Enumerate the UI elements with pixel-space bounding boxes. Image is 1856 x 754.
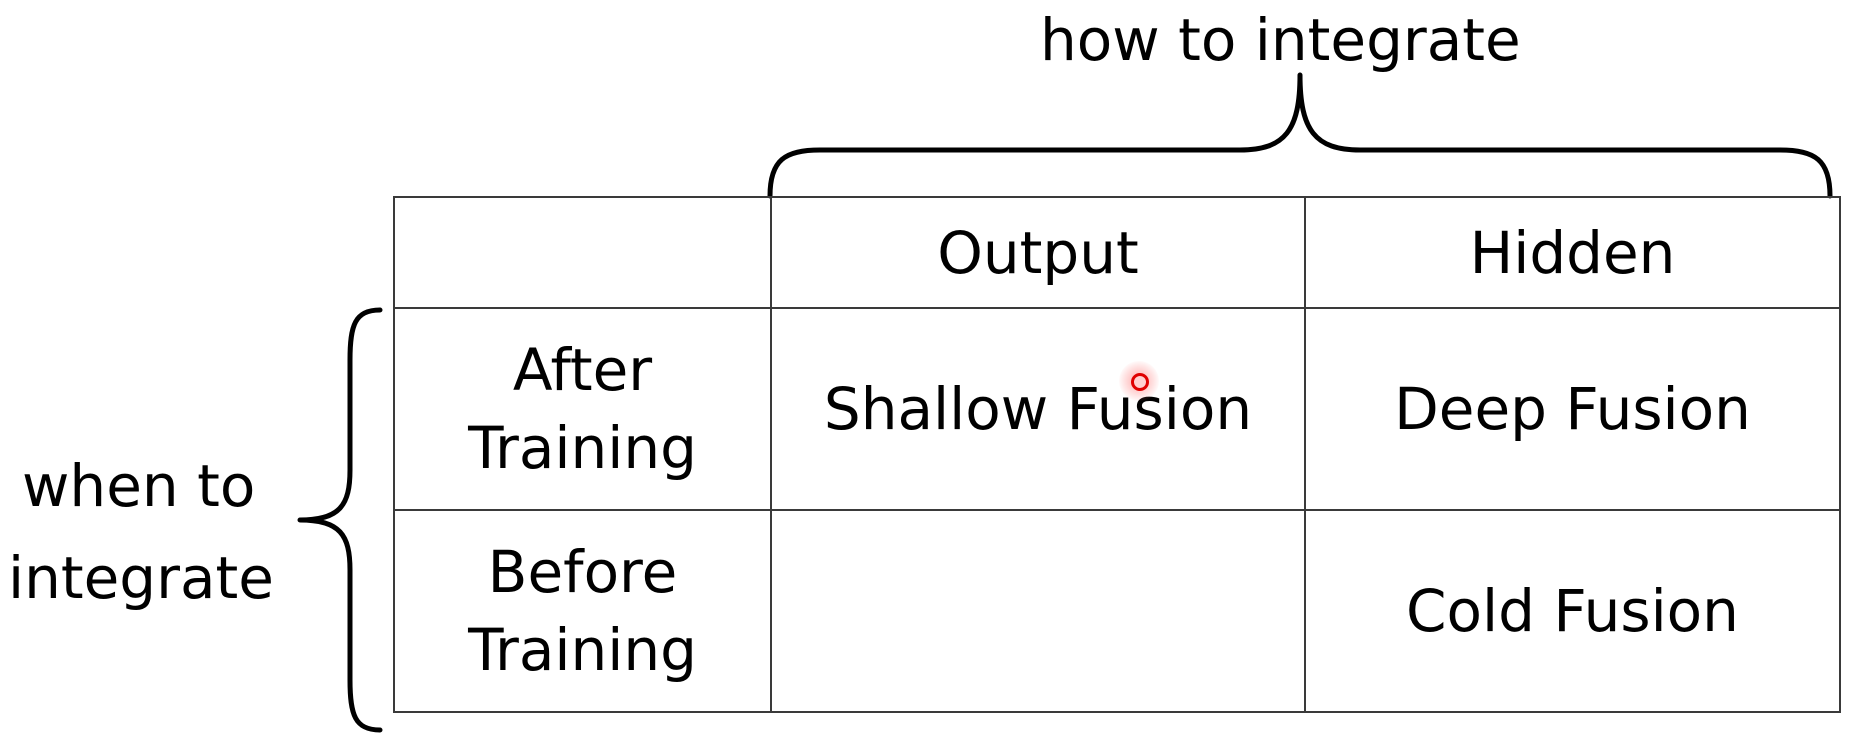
row-label-line1: After: [512, 336, 653, 405]
table-row: Before Training Cold Fusion: [393, 509, 1841, 713]
cell-cold-fusion: Cold Fusion: [1304, 509, 1841, 713]
when-to-integrate-label: when to integrate: [8, 440, 308, 624]
left-brace: [297, 307, 383, 733]
header-row: Output Hidden: [393, 195, 1841, 310]
corner-cell: [393, 195, 772, 310]
row-label-before-training: Before Training: [393, 509, 772, 713]
top-brace: [767, 72, 1833, 199]
laser-pointer-dot: [1131, 373, 1149, 391]
cell-shallow-fusion: Shallow Fusion: [770, 307, 1306, 512]
laser-pointer-icon: [1119, 361, 1159, 401]
fusion-table: Output Hidden After Training Shallow Fus…: [393, 195, 1841, 713]
cell-empty: [770, 509, 1306, 713]
header-hidden: Hidden: [1304, 195, 1841, 310]
row-label-after-training: After Training: [393, 307, 772, 512]
row-label-line1: Before: [487, 538, 678, 607]
header-output: Output: [770, 195, 1306, 310]
row-label-line2: Training: [468, 414, 697, 483]
table-row: After Training Shallow Fusion Deep Fusio…: [393, 307, 1841, 512]
cell-deep-fusion: Deep Fusion: [1304, 307, 1841, 512]
row-label-line2: Training: [468, 616, 697, 685]
side-label-line1: when to: [22, 452, 256, 520]
how-to-integrate-label: how to integrate: [1040, 6, 1521, 74]
side-label-line2: integrate: [8, 544, 274, 612]
